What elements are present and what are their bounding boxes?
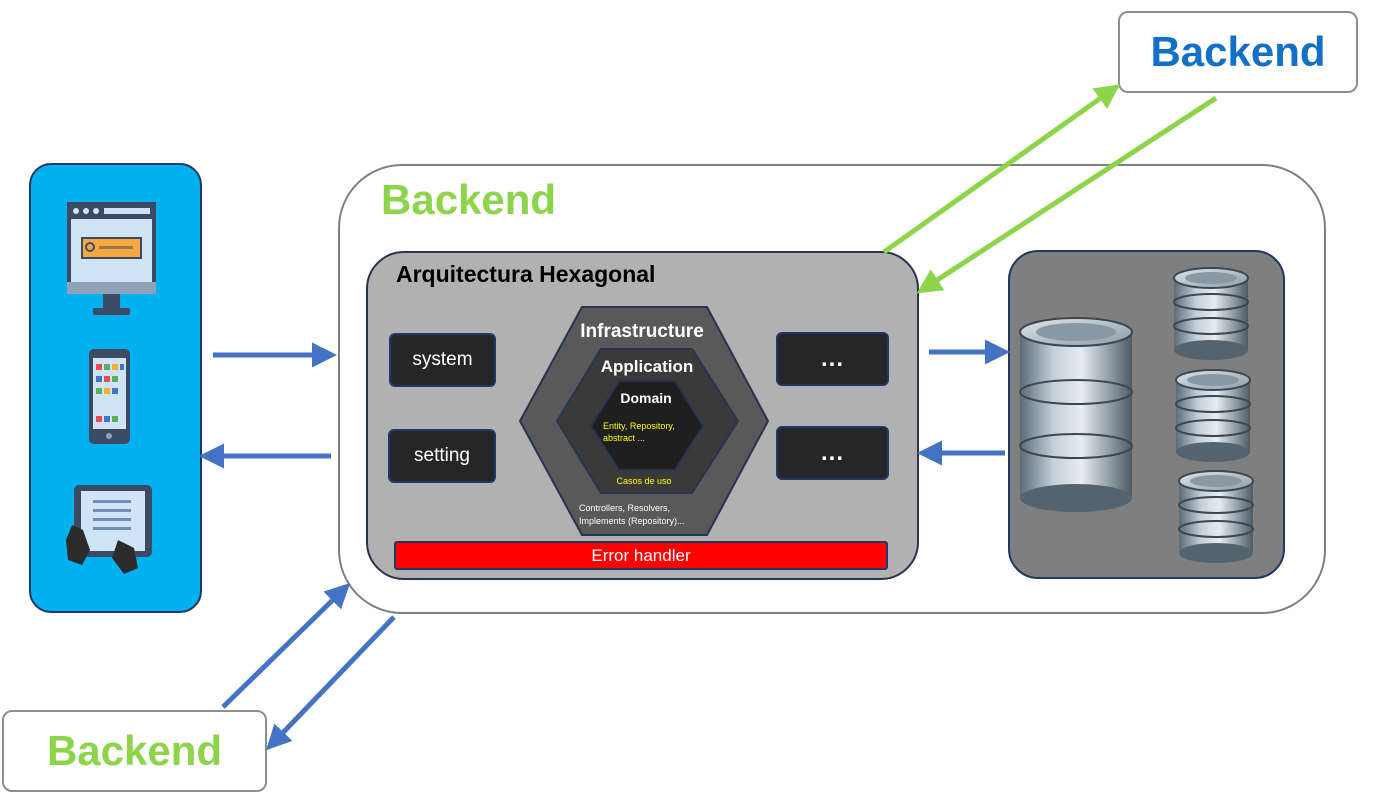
infrastructure-detail-line-1: Controllers, Resolvers, — [579, 503, 670, 513]
domain-hexagon — [589, 380, 705, 471]
more-module-1: ... — [776, 332, 889, 386]
use-cases-label: Casos de uso — [616, 476, 671, 486]
desktop-monitor-icon — [67, 202, 156, 315]
hexagonal-architecture-title: Arquitectura Hexagonal — [396, 261, 656, 287]
database-small-icon — [1178, 470, 1254, 564]
external-top-to-backend-arrow — [916, 95, 1218, 294]
external-backend-bottom: Backend — [2, 710, 267, 792]
tablet-hands-icon — [66, 485, 152, 574]
domain-detail-line-2: abstract ... — [603, 433, 645, 443]
smartphone-icon — [89, 349, 130, 444]
more-module-2: ... — [776, 426, 889, 480]
external-bottom-to-backend-arrow — [221, 583, 351, 709]
external-backend-top: Backend — [1118, 11, 1358, 93]
backend-to-external-top-arrow — [882, 84, 1121, 255]
application-label: Application — [601, 357, 694, 376]
database-large-icon — [1019, 317, 1133, 512]
system-module: system — [389, 333, 496, 387]
infrastructure-detail-line-2: Implements (Repository)... — [579, 516, 685, 526]
database-small-icon — [1173, 267, 1249, 361]
error-handler-bar: Error handler — [394, 541, 888, 570]
backend-to-external-bottom-arrow — [266, 615, 396, 751]
infrastructure-label: Infrastructure — [580, 321, 704, 342]
setting-module: setting — [388, 429, 496, 483]
domain-detail-line-1: Entity, Repository, — [603, 421, 675, 431]
backend-container-title: Backend — [381, 176, 557, 223]
database-small-icon — [1175, 369, 1251, 463]
domain-label: Domain — [620, 390, 671, 406]
